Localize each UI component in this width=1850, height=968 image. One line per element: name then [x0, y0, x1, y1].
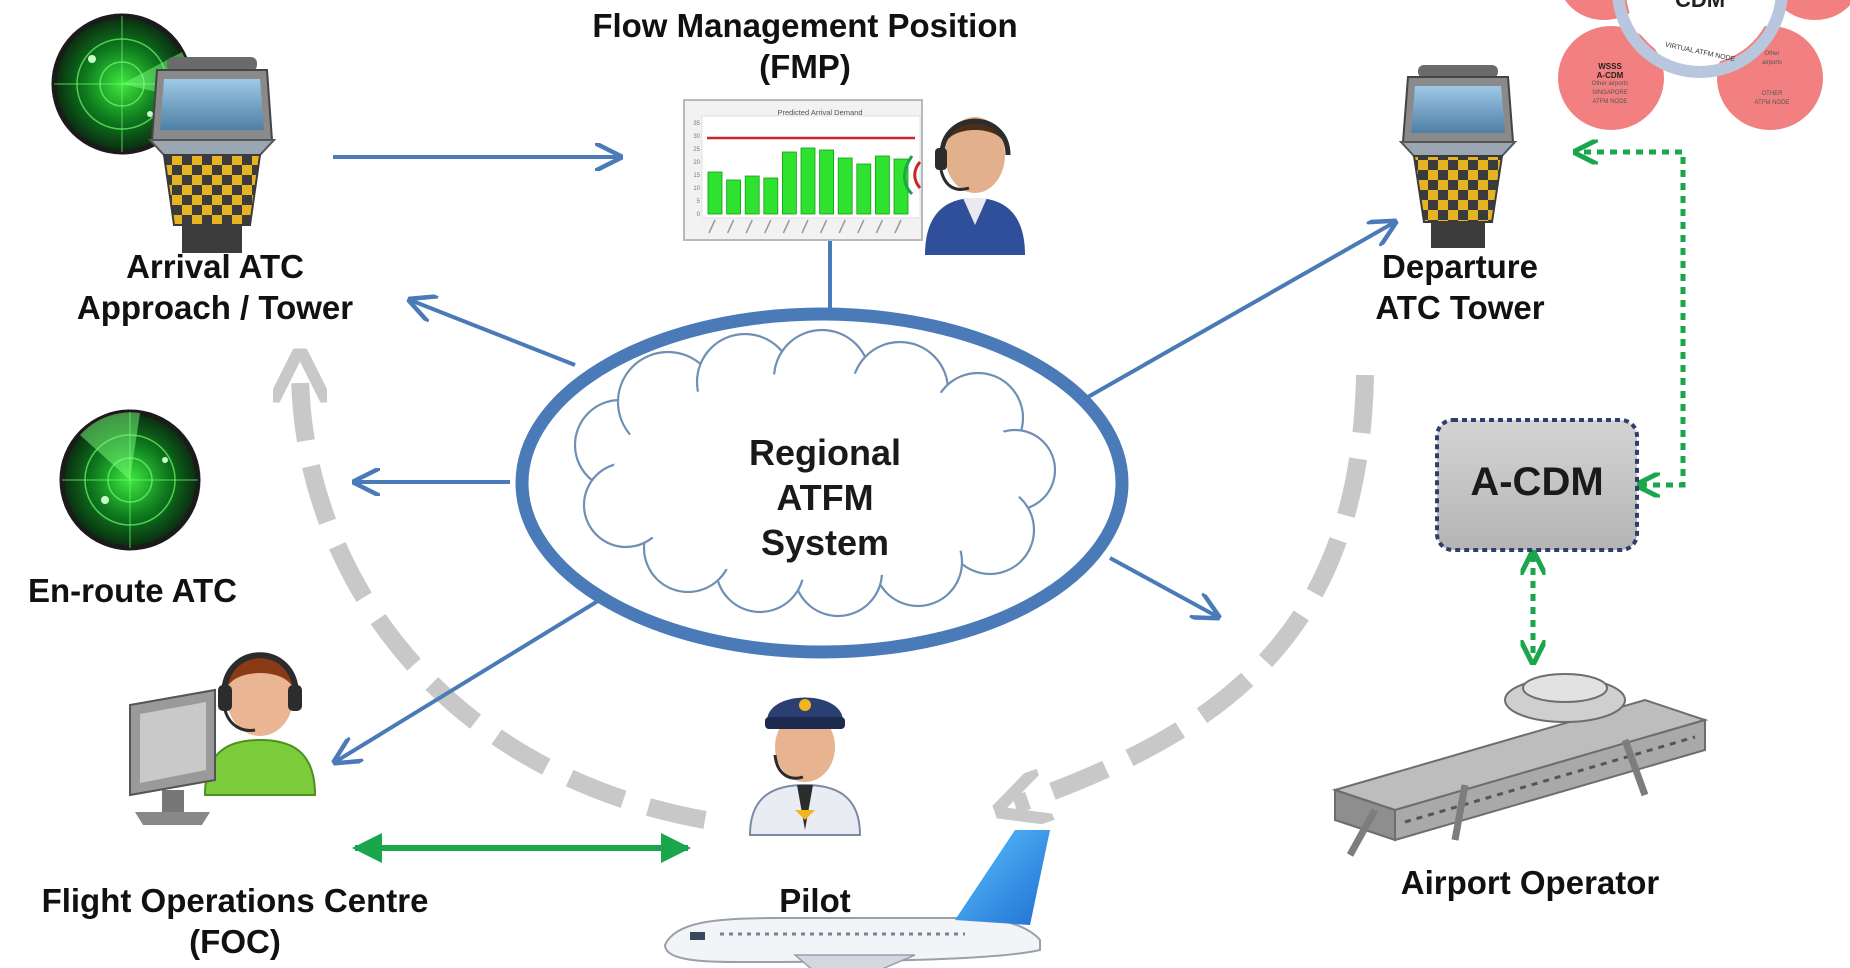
- fmp-chart-y-ticks: 35 30 25 20 15 10 5 0: [693, 121, 700, 218]
- fmp-chart-y-tick: 15: [693, 173, 700, 179]
- fmp-chart-x-tick: [708, 219, 716, 234]
- controller-headset-icon: [903, 117, 1025, 255]
- fmp-chart-bar: [726, 179, 741, 215]
- fmp-chart-bar: [744, 175, 760, 215]
- cdm-title: CDM: [1660, 0, 1740, 12]
- control-tower-icon: [147, 57, 277, 253]
- foc-label-line2: (FOC): [189, 923, 281, 960]
- fmp-chart-y-tick: 30: [693, 134, 700, 140]
- fmp-label-line1: Flow Management Position: [592, 7, 1018, 44]
- cdm-right-line2: airports: [1761, 60, 1782, 66]
- fmp-label: Flow Management Position (FMP): [555, 5, 1055, 87]
- departure-atc-label: Departure ATC Tower: [1355, 246, 1565, 328]
- departure-atc-line2: ATC Tower: [1375, 289, 1545, 326]
- fmp-chart-x-ticks: [708, 219, 902, 234]
- cdm-left-line4: SINGAPORE: [1592, 90, 1628, 96]
- pilot-icon: [748, 697, 862, 836]
- cdm-left-line1: WSSS: [1598, 62, 1622, 71]
- airport-terminal-icon: [1331, 673, 1709, 857]
- cdm-right-node: Other airports OTHER ATFM NODE: [1737, 50, 1807, 108]
- airport-operator-label: Airport Operator: [1375, 862, 1685, 903]
- fmp-chart-x-tick: [857, 219, 865, 234]
- regional-atfm-line1: Regional: [748, 432, 901, 473]
- fmp-chart-bar: [800, 147, 816, 215]
- fmp-chart-x-tick: [782, 219, 791, 234]
- fmp-chart-x-tick: [819, 219, 828, 234]
- cdm-virtual-node-inset: [1558, 0, 1850, 130]
- regional-atfm-label: Regional ATFM System: [680, 430, 970, 565]
- acdm-text: A-CDM: [1470, 460, 1604, 504]
- arrow-system-to-arrival: [410, 300, 576, 367]
- fmp-chart-bar: [763, 177, 779, 215]
- arrow-system-to-airport: [1109, 556, 1218, 617]
- fmp-chart-y-tick: 5: [697, 199, 701, 205]
- airport-operator-text: Airport Operator: [1400, 864, 1660, 901]
- cdm-left-line3: Other airports: [1591, 81, 1629, 87]
- fmp-chart-y-tick: 35: [693, 121, 700, 127]
- fmp-chart-x-tick: [894, 219, 902, 234]
- fmp-chart-x-tick: [726, 219, 735, 234]
- control-tower-icon: [1398, 65, 1518, 248]
- fmp-chart-y-tick: 0: [697, 212, 701, 218]
- foc-label-line1: Flight Operations Centre: [41, 882, 429, 919]
- arrival-atc-line2: Approach / Tower: [76, 289, 354, 326]
- aircraft-icon: [663, 830, 1050, 968]
- cdm-right-line4: ATFM NODE: [1754, 100, 1790, 106]
- radar-icon: [59, 409, 201, 551]
- pilot-label: Pilot: [735, 880, 895, 921]
- enroute-atc-label: En-route ATC: [5, 570, 260, 611]
- cdm-left-line2: A-CDM: [1596, 71, 1624, 80]
- fmp-chart-x-tick: [875, 219, 884, 234]
- fmp-chart-bar: [782, 151, 797, 215]
- arrow-acdm-cdm-dotted: [1578, 152, 1686, 485]
- departure-atc-line1: Departure: [1382, 248, 1538, 285]
- fmp-chart-bars: [707, 147, 909, 215]
- fmp-chart-x-tick: [801, 219, 809, 234]
- enroute-atc-text: En-route ATC: [28, 572, 237, 609]
- demand-chart-icon: 35 30 25 20 15 10 5 0: [683, 99, 923, 241]
- fmp-chart-y-tick: 20: [693, 160, 700, 166]
- cdm-right-line1: Other: [1764, 51, 1780, 57]
- gray-flow-arrow-right: [1015, 374, 1374, 805]
- arrival-atc-label: Arrival ATC Approach / Tower: [40, 246, 390, 328]
- foc-operator-icon: [129, 652, 317, 825]
- fmp-chart-title: Predicted Arrival Demand: [777, 108, 863, 117]
- foc-label: Flight Operations Centre (FOC): [10, 880, 460, 962]
- cdm-left-line5: ATFM NODE: [1592, 99, 1628, 105]
- fmp-chart-bar: [837, 157, 853, 215]
- cdm-right-line3: OTHER: [1761, 91, 1783, 97]
- acdm-label: A-CDM: [1437, 462, 1637, 503]
- cloud-icon: [573, 328, 1057, 618]
- fmp-chart-y-tick: 10: [693, 186, 700, 192]
- fmp-chart-x-tick: [838, 219, 846, 234]
- regional-atfm-line3: System: [760, 522, 890, 563]
- fmp-chart-x-tick: [745, 219, 753, 234]
- fmp-chart-bar: [856, 163, 872, 215]
- fmp-chart-y-tick: 25: [693, 147, 700, 153]
- arrow-system-departure-bidirectional: [1030, 222, 1395, 430]
- fmp-chart-bar: [819, 149, 834, 215]
- fmp-label-line2: (FMP): [759, 48, 851, 85]
- fmp-chart-bar: [707, 171, 723, 215]
- fmp-chart-bar: [875, 155, 890, 215]
- acdm-box: [1435, 418, 1639, 552]
- fmp-chart-x-tick: [764, 219, 772, 234]
- regional-atfm-line2: ATFM: [776, 477, 874, 518]
- pilot-text: Pilot: [779, 882, 851, 919]
- arrival-atc-line1: Arrival ATC: [126, 248, 304, 285]
- cdm-left-node: WSSS A-CDM Other airports SINGAPORE ATFM…: [1575, 62, 1645, 107]
